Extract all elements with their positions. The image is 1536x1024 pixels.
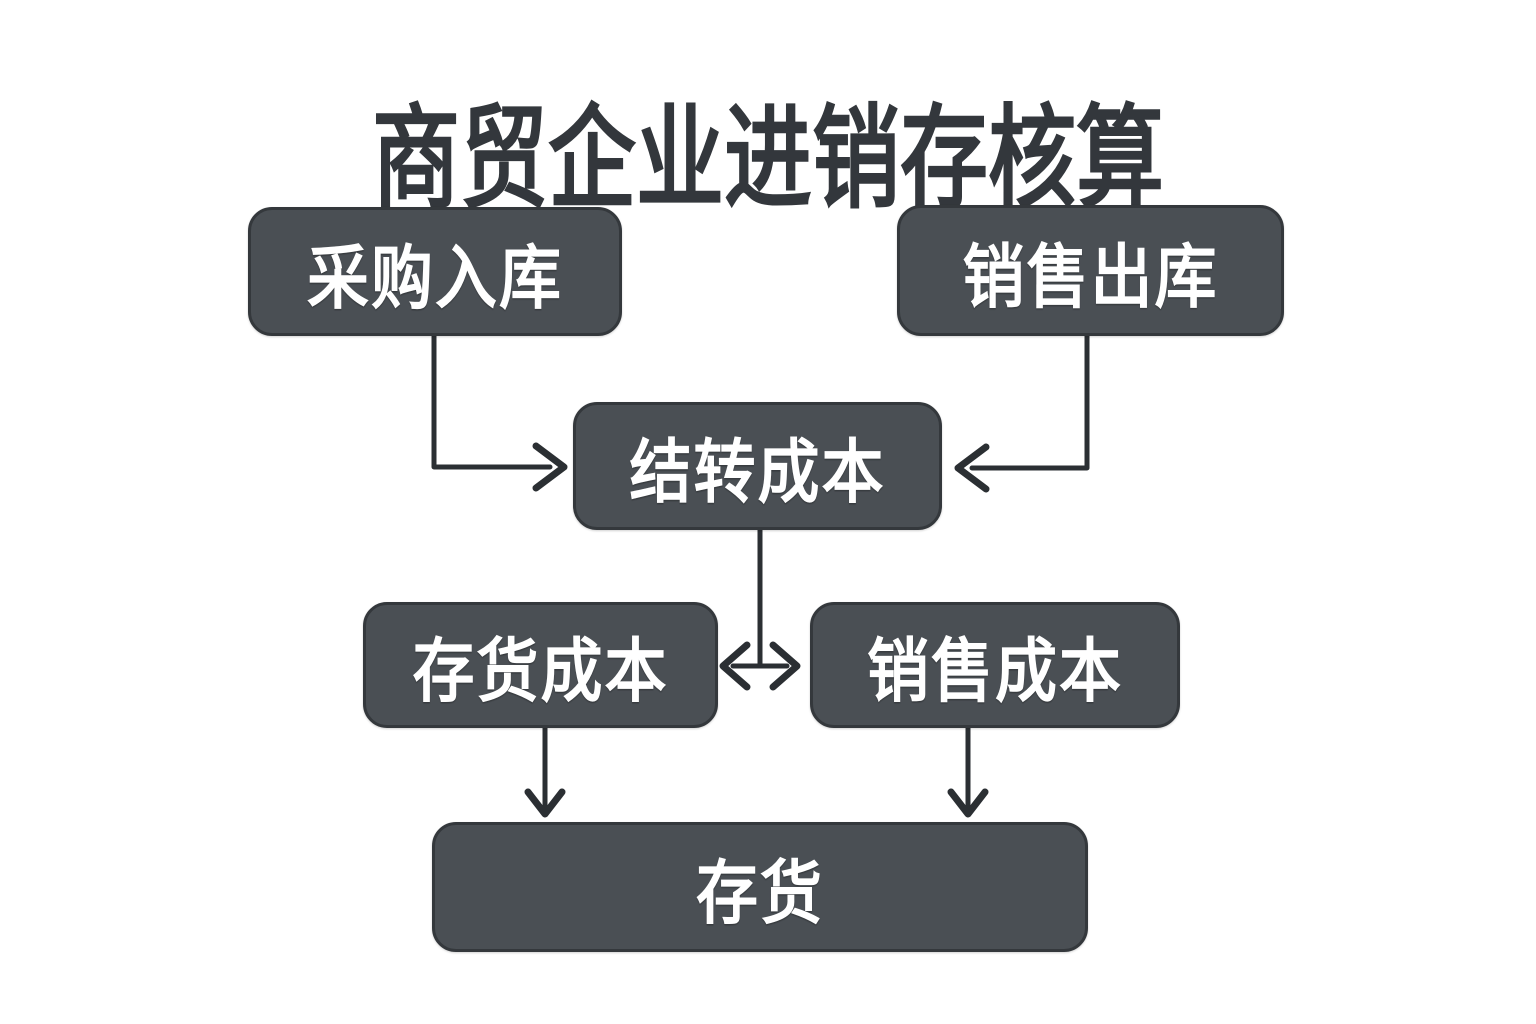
edge-carryover-split-arrow [719,527,801,691]
node-inventory-cost-label: 存货成本 [412,633,669,711]
node-purchase-in: 采购入库 [248,207,622,336]
node-carryover-cost: 结转成本 [573,402,942,530]
node-purchase-in-label: 采购入库 [306,240,563,318]
edge-inventory-cost-to-inventory-arrow [524,725,566,818]
node-sales-out: 销售出库 [897,205,1284,336]
node-inventory-cost: 存货成本 [363,602,718,728]
node-sales-cost: 销售成本 [810,602,1180,728]
diagram-title: 商贸企业进销存核算 [371,94,1164,222]
node-inventory-label: 存货 [695,855,824,933]
edge-purchase-in-to-carryover-arrow [431,333,568,492]
edge-sales-out-to-carryover-arrow [954,333,1090,493]
node-sales-cost-label: 销售成本 [866,633,1123,711]
node-sales-out-label: 销售出库 [962,239,1219,317]
node-carryover-cost-label: 结转成本 [629,434,886,512]
edge-sales-cost-to-inventory-arrow [947,725,989,818]
node-inventory: 存货 [432,822,1088,952]
